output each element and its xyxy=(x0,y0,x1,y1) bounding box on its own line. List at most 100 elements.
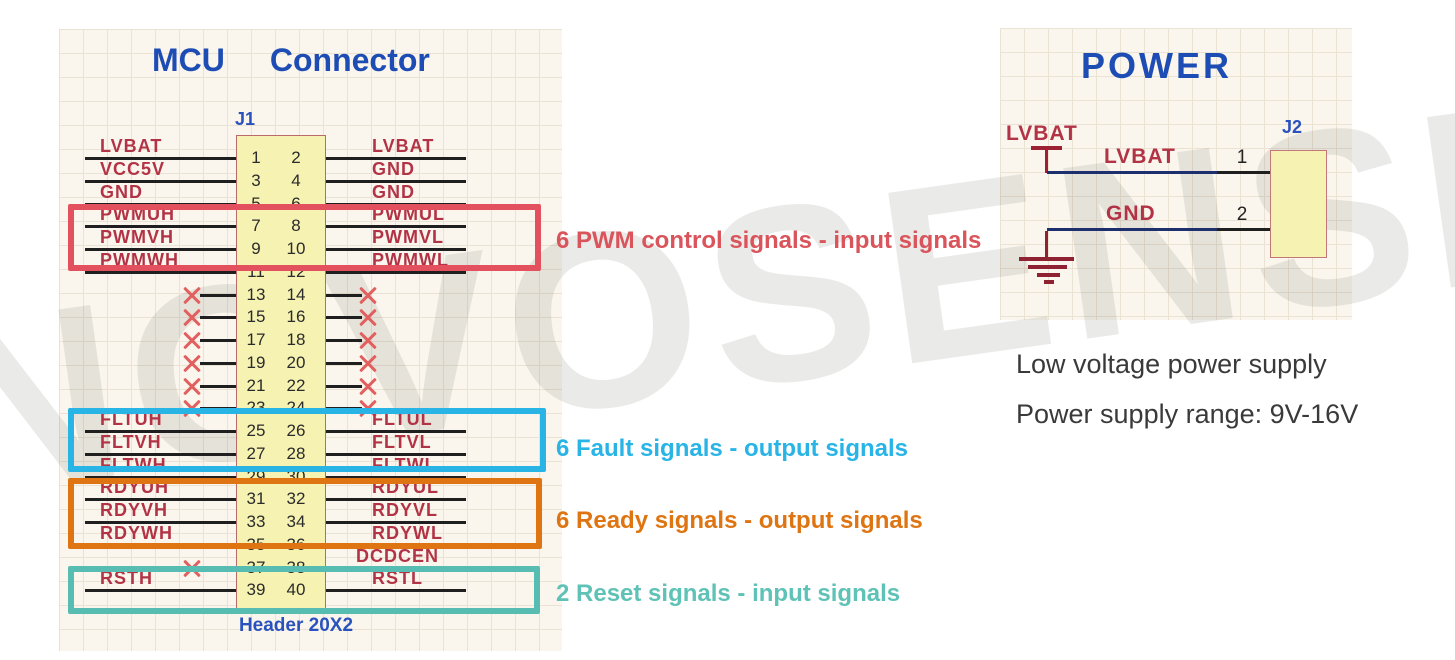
pin-number-26: 26 xyxy=(286,421,306,440)
net-label-lvbat: LVBAT xyxy=(372,136,435,156)
lvbat-power-flag-label: LVBAT xyxy=(1006,122,1078,145)
nc-stub-pin-17 xyxy=(200,339,236,342)
no-connect-x-pin-22 xyxy=(359,377,377,395)
pin-number-22: 22 xyxy=(286,376,306,395)
wire-pin-30 xyxy=(326,476,466,479)
fault-group-box xyxy=(68,408,546,472)
no-connect-x-pin-14 xyxy=(359,286,377,304)
no-connect-x-pin-20 xyxy=(359,354,377,372)
pin-number-28: 28 xyxy=(286,444,306,463)
power-net-label-lvbat: LVBAT xyxy=(1104,145,1176,168)
net-label-pwmvl: PWMVL xyxy=(372,227,444,247)
net-label-lvbat: LVBAT xyxy=(100,136,163,156)
net-label-vcc5v: VCC5V xyxy=(100,159,166,179)
wire-pin-12 xyxy=(326,271,466,274)
pin-number-15: 15 xyxy=(246,307,266,326)
pin-number-31: 31 xyxy=(246,489,266,508)
power-note-line2: Power supply range: 9V-16V xyxy=(1016,399,1359,429)
ground-symbol-bar4 xyxy=(1044,280,1054,284)
power-flag-stem xyxy=(1045,148,1048,173)
nc-stub-pin-20 xyxy=(326,362,362,365)
pin-number-21: 21 xyxy=(246,376,266,395)
nc-stub-pin-16 xyxy=(326,316,362,319)
pin-number-34: 34 xyxy=(286,512,306,531)
net-label-rdyvh: RDYVH xyxy=(100,500,169,520)
power-section-title: POWER xyxy=(1081,45,1233,86)
wire-pin-25 xyxy=(85,430,236,433)
wire-pin-26 xyxy=(326,430,466,433)
pin-number-1: 1 xyxy=(251,148,261,167)
pin-number-27: 27 xyxy=(246,444,266,463)
j1-connector-body xyxy=(236,135,326,611)
pin-number-13: 13 xyxy=(246,285,266,304)
nc-stub-pin-15 xyxy=(200,316,236,319)
pin-number-8: 8 xyxy=(291,216,301,235)
power-wire-gnd xyxy=(1047,228,1217,231)
no-connect-x-pin-16 xyxy=(359,308,377,326)
pin-number-7: 7 xyxy=(251,216,261,235)
pin-number-14: 14 xyxy=(286,285,306,304)
wire-pin-34 xyxy=(326,521,466,524)
power-pin-stub-2 xyxy=(1217,228,1270,231)
pin-number-6: 6 xyxy=(291,194,301,213)
pin-number-19: 19 xyxy=(246,353,266,372)
wire-pin-2 xyxy=(326,157,466,160)
pin-number-33: 33 xyxy=(246,512,266,531)
no-connect-x-pin-17 xyxy=(183,331,201,349)
net-label-pwmvh: PWMVH xyxy=(100,227,174,247)
wire-pin-8 xyxy=(326,225,466,228)
power-wire-lvbat xyxy=(1047,171,1217,174)
pin-number-4: 4 xyxy=(291,171,301,190)
mcu-section-title: MCU Connector xyxy=(152,42,430,79)
net-label-gnd: GND xyxy=(100,182,143,202)
j2-connector-body xyxy=(1270,150,1327,258)
net-label-rdyvl: RDYVL xyxy=(372,500,439,520)
wire-pin-9 xyxy=(85,248,236,251)
mcu-title-word2: Connector xyxy=(269,42,430,78)
pin-number-20: 20 xyxy=(286,353,306,372)
net-label-rstl: RSTL xyxy=(372,568,423,588)
pin-number-25: 25 xyxy=(246,421,266,440)
wire-pin-40 xyxy=(326,589,466,592)
ready-group-annotation: 6 Ready signals - output signals xyxy=(556,507,923,534)
mcu-title-word1: MCU xyxy=(152,42,225,78)
j1-refdes: J1 xyxy=(235,109,256,129)
net-label-gnd: GND xyxy=(372,159,415,179)
net-label-fltvh: FLTVH xyxy=(100,432,162,452)
wire-pin-27 xyxy=(85,453,236,456)
pin-number-32: 32 xyxy=(286,489,306,508)
j1-footprint-label: Header 20X2 xyxy=(238,615,354,636)
nc-stub-pin-13 xyxy=(200,294,236,297)
reset-group-box xyxy=(68,566,540,614)
pwm-group-box xyxy=(68,204,541,271)
power-note-line1: Low voltage power supply xyxy=(1016,349,1327,379)
pwm-group-annotation: 6 PWM control signals - input signals xyxy=(556,227,982,254)
pin-number-9: 9 xyxy=(251,239,261,258)
wire-pin-28 xyxy=(326,453,466,456)
net-label-rsth: RSTH xyxy=(100,568,153,588)
no-connect-x-pin-18 xyxy=(359,331,377,349)
ready-group-box xyxy=(68,478,542,549)
power-pin-stub-1 xyxy=(1217,171,1270,174)
wire-pin-1 xyxy=(85,157,236,160)
ground-symbol-bar2 xyxy=(1028,265,1067,269)
no-connect-x-pin-15 xyxy=(183,308,201,326)
wire-pin-29 xyxy=(85,476,236,479)
no-connect-x-pin-21 xyxy=(183,377,201,395)
pin-number-5: 5 xyxy=(251,194,261,213)
nc-stub-pin-19 xyxy=(200,362,236,365)
ground-symbol-bar1 xyxy=(1019,257,1074,261)
ground-symbol-stem xyxy=(1045,231,1048,258)
wire-pin-7 xyxy=(85,225,236,228)
wire-pin-32 xyxy=(326,498,466,501)
nc-stub-pin-18 xyxy=(326,339,362,342)
net-label-rdywl: RDYWL xyxy=(372,523,443,543)
ground-symbol-bar3 xyxy=(1037,273,1060,277)
wire-pin-39 xyxy=(85,589,236,592)
wire-pin-33 xyxy=(85,521,236,524)
fault-group-annotation: 6 Fault signals - output signals xyxy=(556,435,909,462)
j2-refdes: J2 xyxy=(1282,117,1303,137)
wire-pin-11 xyxy=(85,271,236,274)
pin-number-40: 40 xyxy=(286,580,306,599)
